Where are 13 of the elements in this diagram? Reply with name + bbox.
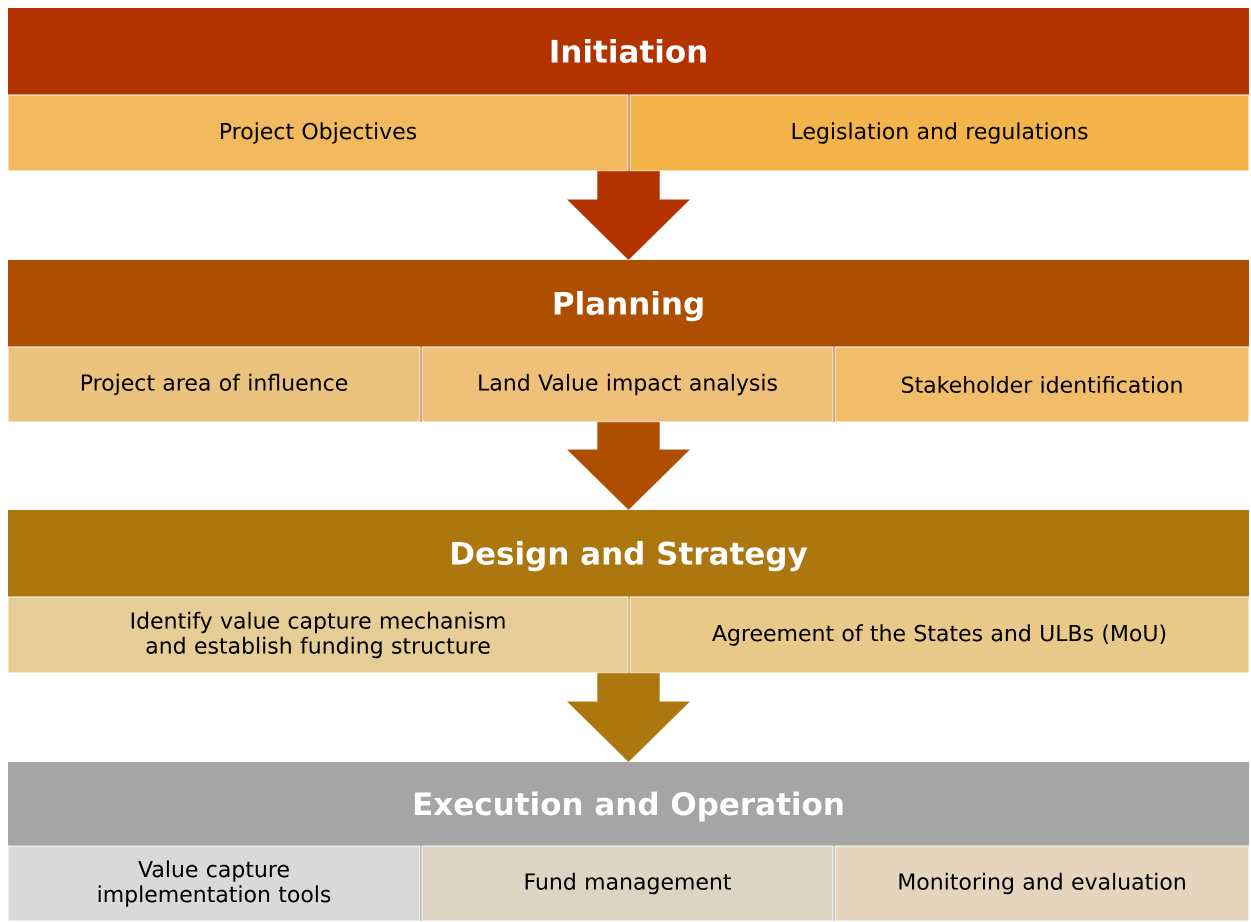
step-box: Legislation and regulations: [629, 94, 1250, 172]
step-box: Project area of influence: [7, 346, 421, 423]
step-box: Monitoring and evaluation: [834, 845, 1250, 922]
block-arrow: [567, 422, 690, 510]
step-box: Stakeholder identification: [834, 346, 1250, 423]
step-box: Identify value capture mechanism and establish funding structure: [7, 596, 629, 674]
block-arrow: [567, 171, 690, 260]
step-box: Land Value impact analysis: [421, 346, 834, 423]
step-box: Project Objectives: [7, 94, 629, 172]
step-box: Value capture implementation tools: [7, 845, 421, 922]
step-box: Agreement of the States and ULBs (MoU): [629, 596, 1250, 674]
step-box: Fund management: [421, 845, 834, 922]
block-arrow: [567, 673, 690, 762]
